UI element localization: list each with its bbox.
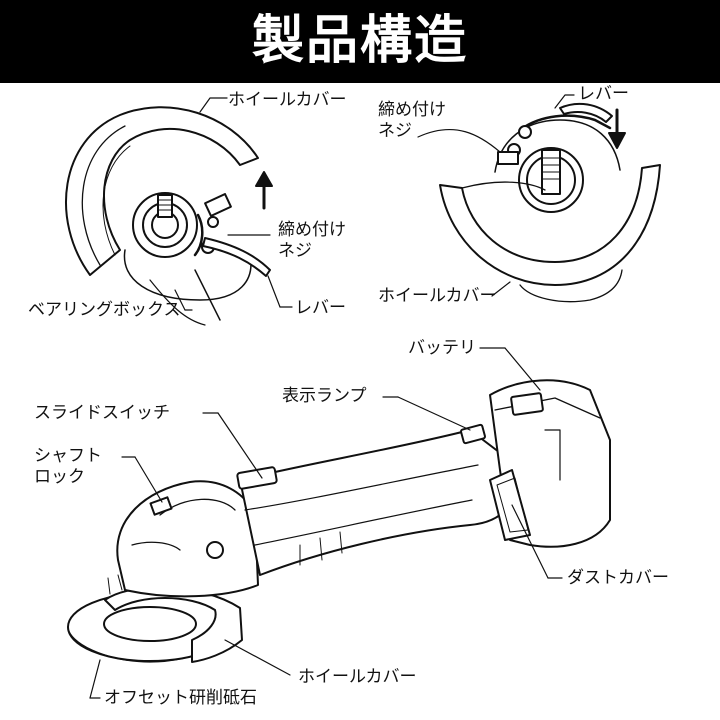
shaft-lock-label-line2: ロック (34, 467, 85, 487)
tl-bearing-box-label: ベアリングボックス (28, 300, 181, 320)
shaft-lock-label-line1: シャフト (34, 446, 102, 466)
tl-tightening-screw-label-line2: ネジ (278, 241, 312, 261)
tl-wheel-cover (65, 106, 259, 276)
tl-tightening-screw-label-line1: 締め付け (278, 220, 346, 240)
bottom-wheel-cover-label: ホイールカバー (298, 667, 417, 687)
title-banner: 製品構造 (0, 0, 720, 83)
slide-switch (236, 466, 278, 490)
tr-lever (559, 102, 613, 123)
tr-wheel-cover-label: ホイールカバー (378, 286, 497, 306)
tl-wheel-cover-label: ホイールカバー (228, 90, 347, 110)
grinder-assembly (67, 347, 611, 699)
indicator-lamp-label: 表示ランプ (282, 386, 367, 406)
top-right-assembly (417, 94, 661, 303)
tr-lever-label: レバー (578, 84, 629, 104)
tl-lever (202, 237, 271, 277)
top-left-assembly (65, 97, 293, 326)
page-title: 製品構造 (251, 11, 468, 71)
indicator-lamp (460, 423, 486, 445)
tr-wheel-cover (439, 164, 661, 286)
slide-switch-label: スライドスイッチ (34, 403, 170, 423)
tr-tightening-screw-label-line1: 締め付け (378, 100, 446, 120)
offset-wheel-label: オフセット研削砥石 (104, 688, 257, 708)
battery-label: バッテリ (408, 338, 476, 358)
dust-cover-label: ダストカバー (567, 568, 669, 588)
shaft-lock-button (149, 496, 173, 516)
tl-lever-label: レバー (295, 298, 346, 318)
tr-tightening-screw-label-line2: ネジ (378, 121, 412, 141)
